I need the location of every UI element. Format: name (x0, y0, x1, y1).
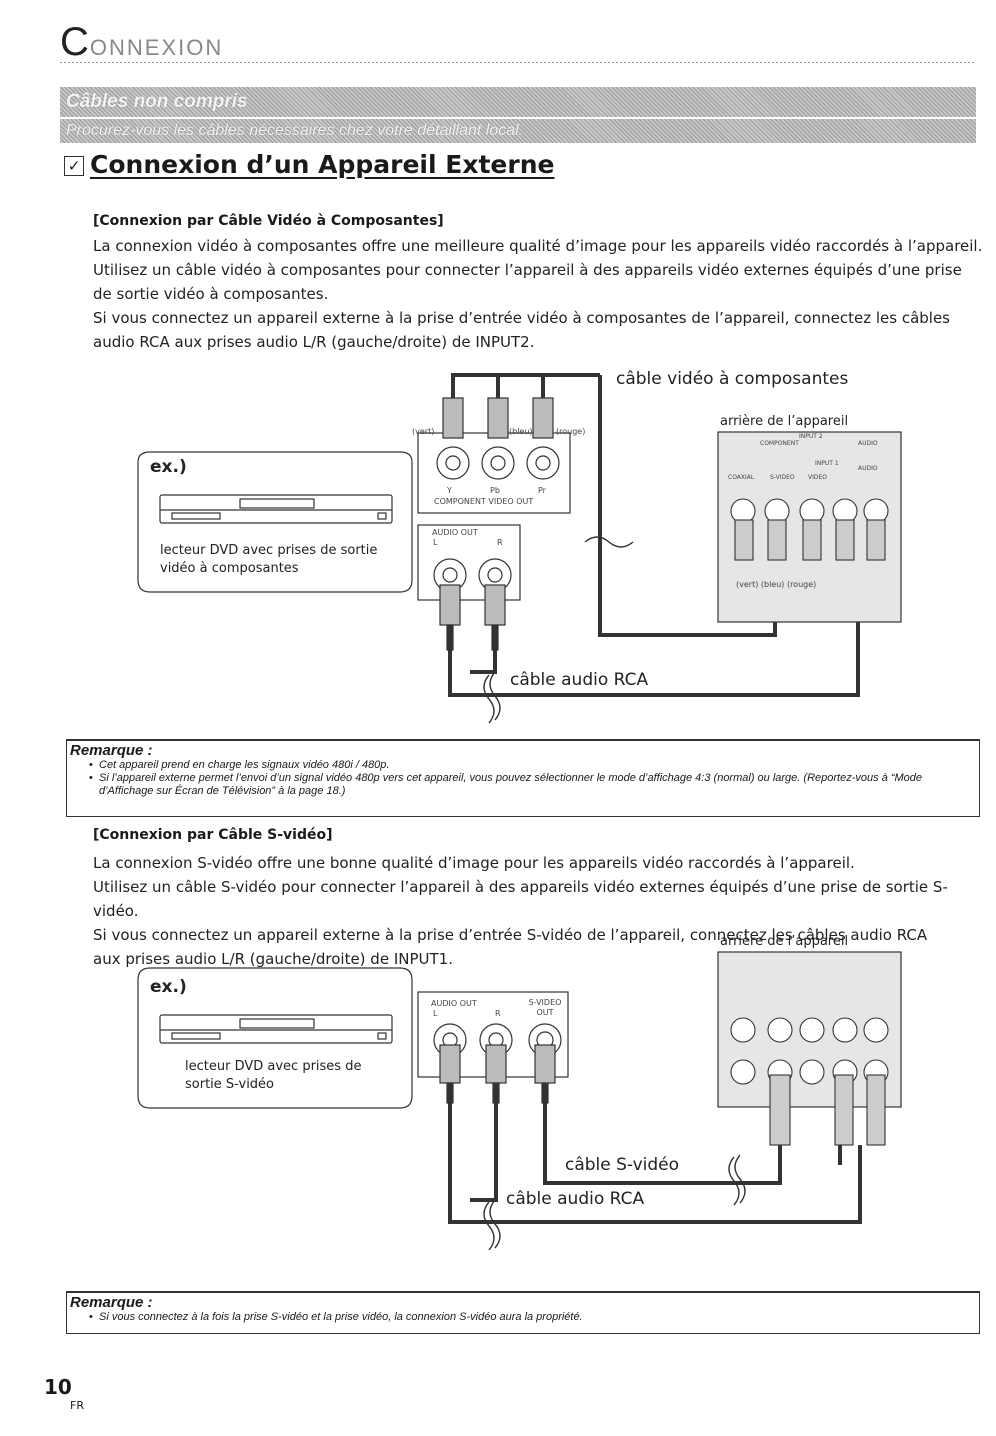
remark-title-1: Remarque : (70, 742, 153, 759)
audio-l-label-1: L (433, 538, 438, 547)
rear-coaxial: COAXIAL (728, 474, 755, 481)
plug-label-bleu: (bleu) (509, 427, 533, 436)
dvd-player-2 (159, 1014, 393, 1044)
rear-svideo: S-VIDEO (770, 474, 795, 481)
cables-subband: Procurez-vous les câbles nécessaires che… (60, 119, 976, 143)
ex-box (137, 451, 413, 593)
remark-title-2: Remarque : (70, 1294, 153, 1311)
audio-r-label-1: R (497, 538, 503, 547)
rear-input2: INPUT 2 (799, 433, 823, 440)
dvd-label-2: lecteur DVD avec prises de sortie S-vidé… (185, 1059, 362, 1092)
rca-label-2: câble audio RCA (506, 1189, 645, 1209)
rear-label-1: arrière de l’appareil (720, 414, 849, 429)
rca-label-1: câble audio RCA (510, 670, 649, 690)
svideo-out-label: S-VIDEO OUT (528, 998, 562, 1017)
header-rest: ONNEXION (89, 35, 224, 60)
ex-label-1: ex.) (150, 457, 187, 477)
ex-label-2: ex.) (150, 977, 187, 997)
cable-video-label: câble vidéo à composantes (616, 369, 849, 389)
remark-item: Si vous connectez à la fois la prise S-v… (89, 1311, 979, 1324)
rear-audio-2: AUDIO (858, 440, 878, 447)
remark-item: Cet appareil prend en charge les signaux… (89, 759, 979, 772)
section-title-text: Connexion d’un Appareil Externe (90, 150, 555, 179)
header-divider (60, 62, 976, 63)
jack-label-pb: Pb (490, 486, 500, 495)
remark-box-2: Remarque : Si vous connectez à la fois l… (66, 1291, 980, 1334)
jack-label-pr: Pr (538, 486, 546, 495)
remark-list-1: Cet appareil prend en charge les signaux… (67, 759, 979, 798)
component-para-3: Si vous connectez un appareil externe à … (93, 309, 950, 351)
page-number: 10 (44, 1375, 72, 1399)
audio-r-label-2: R (495, 1009, 501, 1018)
rear-video: VIDEO (808, 474, 828, 481)
checkbox-icon: ✓ (64, 156, 84, 176)
audio-out-label-1: AUDIO OUT (432, 528, 478, 537)
svideo-heading: [Connexion par Câble S-vidéo] (93, 827, 333, 843)
page-header-title: CONNEXION (60, 20, 223, 65)
remark-list-2: Si vous connectez à la fois la prise S-v… (67, 1311, 979, 1324)
component-heading: [Connexion par Câble Vidéo à Composantes… (93, 213, 444, 229)
dvd-label-1: lecteur DVD avec prises de sortie vidéo … (160, 543, 378, 576)
section-title: ✓ Connexion d’un Appareil Externe (64, 150, 554, 179)
svideo-para-2: Utilisez un câble S-vidéo pour connecter… (93, 878, 948, 920)
jack-label-y: Y (447, 486, 452, 495)
remark-item: Si l’appareil externe permet l’envoi d’u… (89, 772, 979, 798)
audio-l-label-2: L (433, 1009, 438, 1018)
ex-box-2 (137, 967, 413, 1109)
jack-y (436, 446, 470, 480)
plug-label-rouge: (rouge) (556, 427, 586, 436)
svideo-paragraphs: La connexion S-vidéo offre une bonne qua… (93, 851, 963, 971)
component-diagram (137, 373, 902, 724)
language-code: FR (70, 1399, 84, 1412)
cables-title: Câbles non compris (66, 91, 248, 112)
dvd-player (159, 494, 393, 524)
svideo-diagram (137, 951, 902, 1250)
svideo-para-1: La connexion S-vidéo offre une bonne qua… (93, 854, 855, 872)
rear-input1: INPUT 1 (815, 460, 839, 467)
component-paragraphs: La connexion vidéo à composantes offre u… (93, 234, 983, 354)
header-initial: C (60, 20, 90, 64)
plug-label-vert: (vert) (412, 427, 435, 436)
rear-label-2: arrière de l’appareil (720, 934, 849, 949)
audio-out-label-2: AUDIO OUT (431, 999, 477, 1008)
component-para-2: Utilisez un câble vidéo à composantes po… (93, 261, 962, 303)
rear-colors: (vert) (bleu) (rouge) (736, 580, 817, 589)
cables-subtitle: Procurez-vous les câbles nécessaires che… (66, 122, 524, 139)
remark-box-1: Remarque : Cet appareil prend en charge … (66, 739, 980, 817)
cables-band: Câbles non compris (60, 87, 976, 117)
component-out-label: COMPONENT VIDEO OUT (434, 497, 534, 506)
component-para-1: La connexion vidéo à composantes offre u… (93, 237, 983, 255)
svideo-para-3: Si vous connectez un appareil externe à … (93, 926, 928, 968)
jack-pb (481, 446, 515, 480)
svideo-cable-label: câble S-vidéo (565, 1155, 680, 1175)
rear-audio-1: AUDIO (858, 465, 878, 472)
jack-pr (526, 446, 560, 480)
rear-component: COMPONENT (760, 440, 799, 447)
